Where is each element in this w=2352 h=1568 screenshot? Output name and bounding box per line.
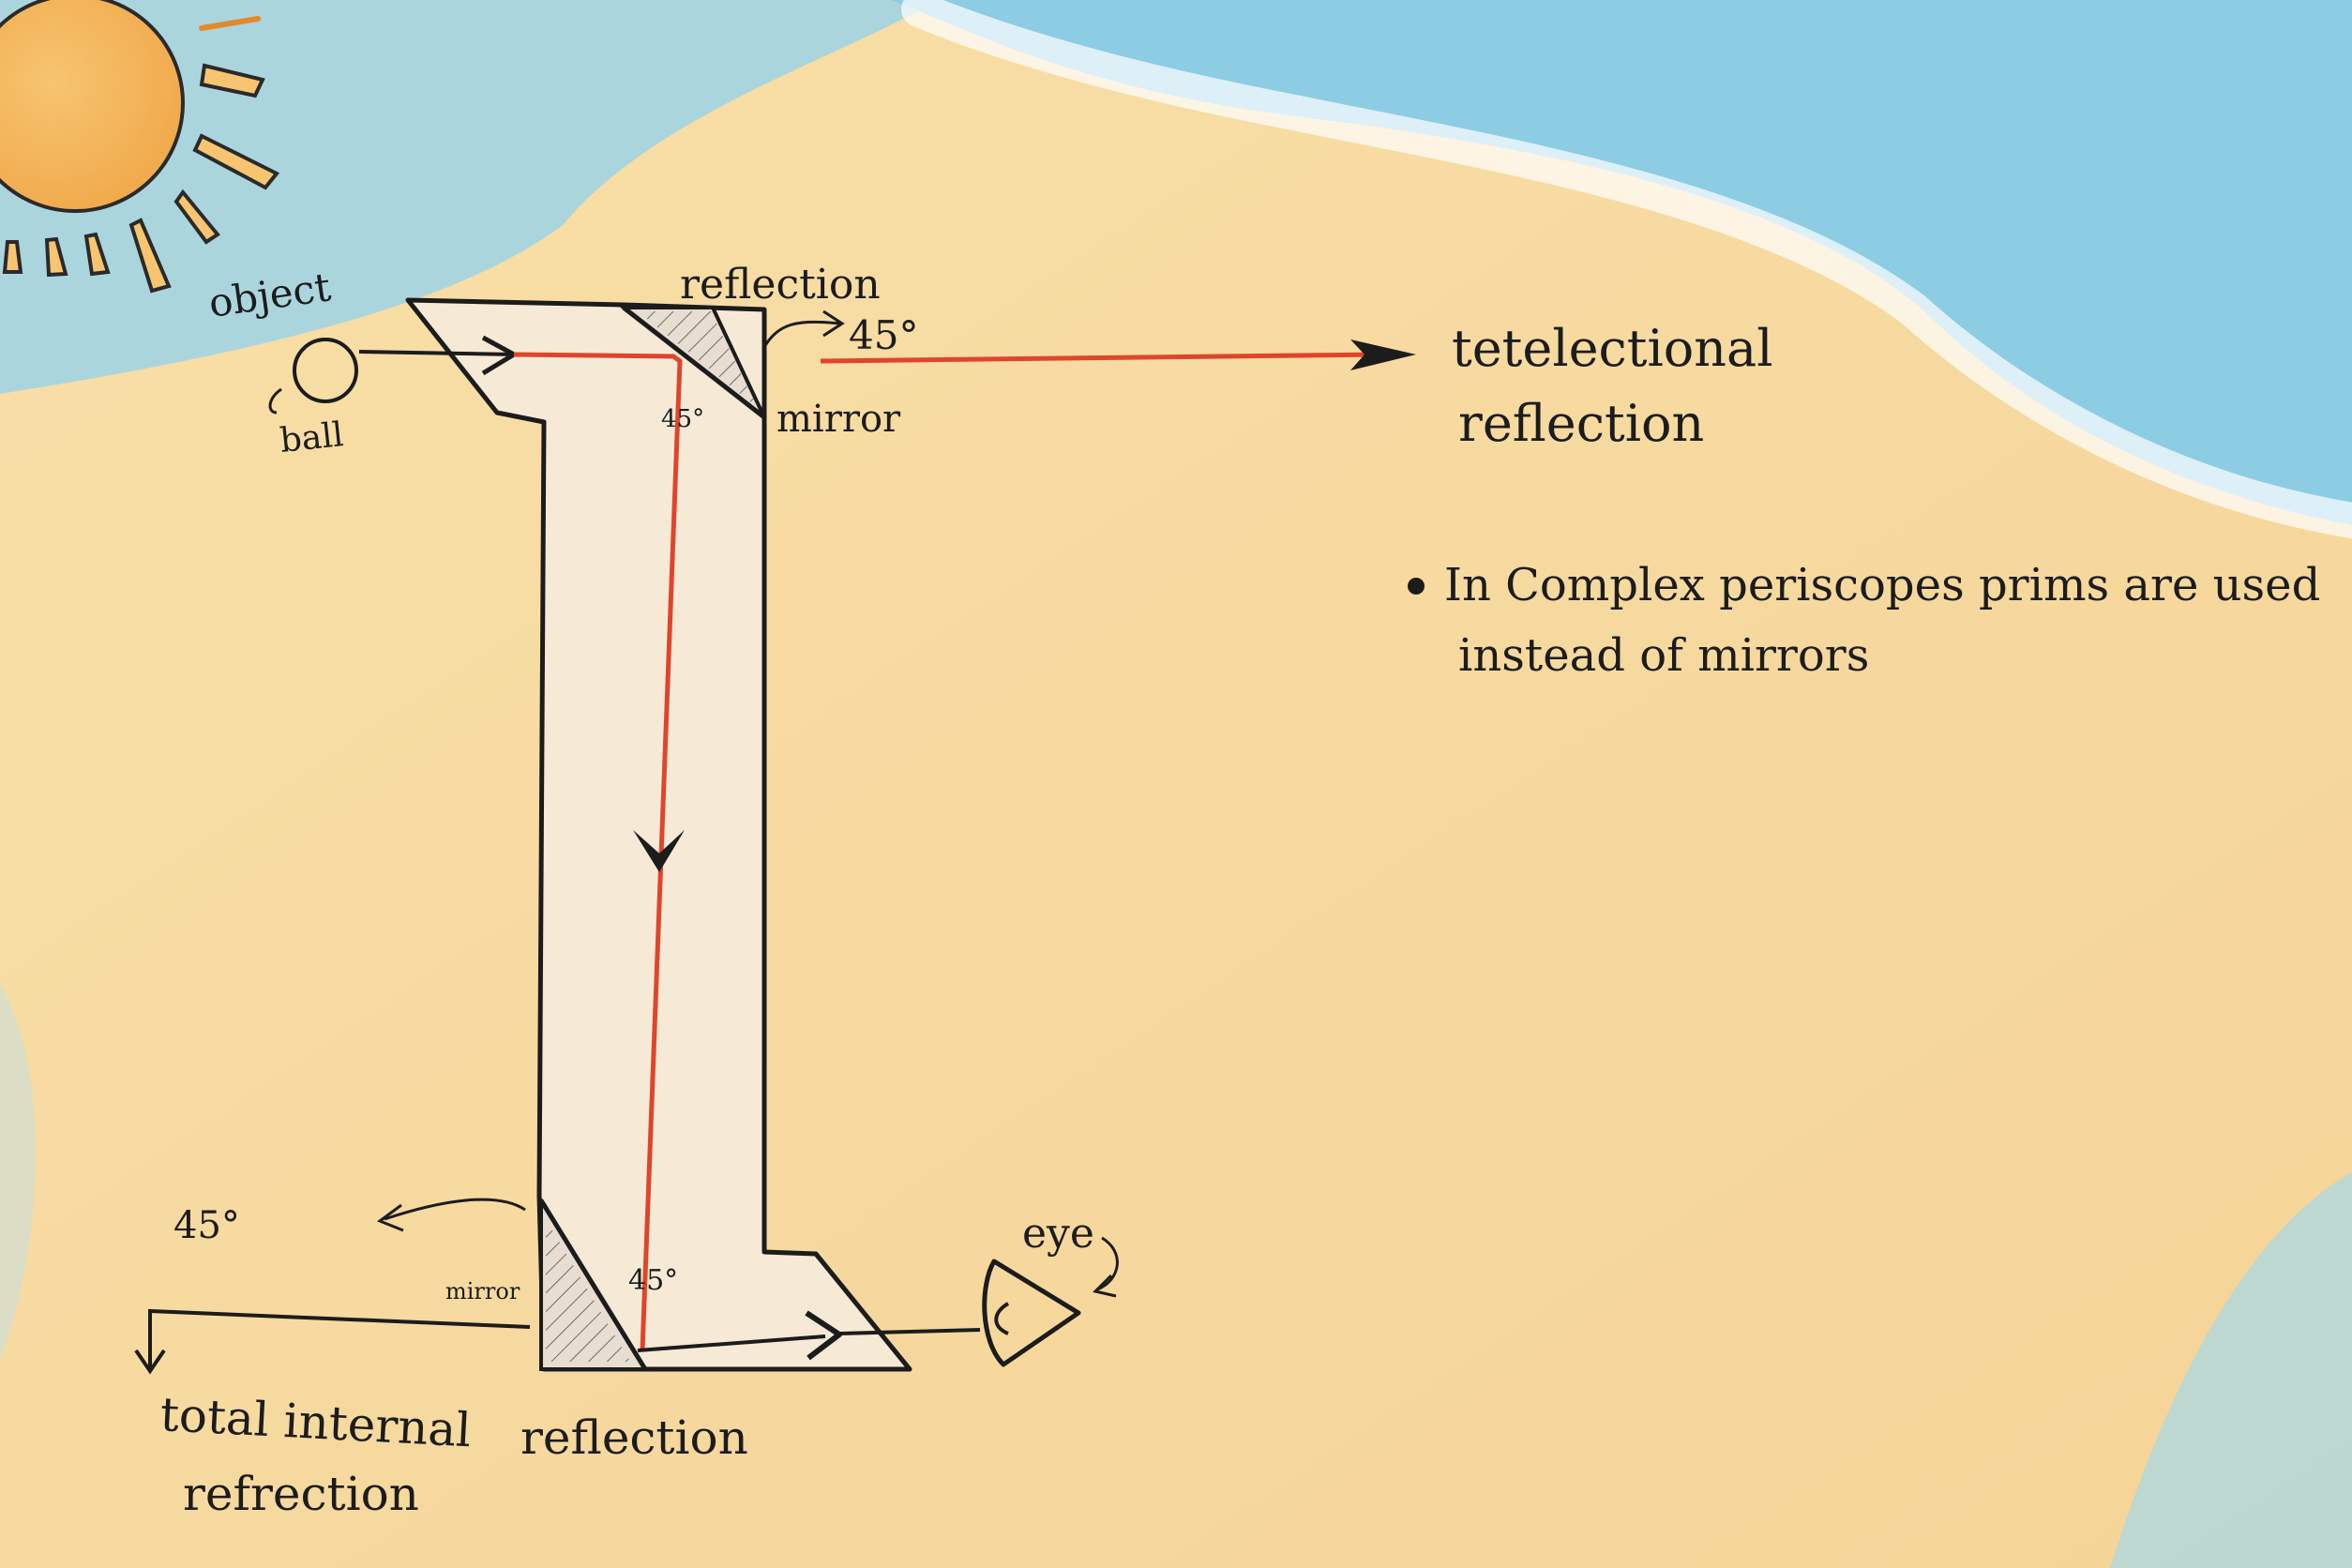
note-line2: instead of mirrors <box>1458 629 1869 682</box>
output-label-line1: tetelectional <box>1452 319 1773 378</box>
tir-label-line2: refrection <box>183 1467 419 1521</box>
bullet-icon <box>1408 578 1425 595</box>
angle-bottom-outer-label: 45° <box>173 1204 240 1247</box>
sea-area-right <box>891 0 2352 525</box>
tir-pointer-head <box>134 1349 166 1375</box>
top-angle-pointer-head <box>822 309 845 338</box>
eyepiece-ray-arrowhead <box>805 1310 842 1361</box>
angle-bottom-inner-label: 45° <box>628 1264 678 1297</box>
eye-pointer <box>1096 1236 1119 1291</box>
ball-icon <box>293 338 358 403</box>
bottom-mirror-hatching <box>546 1219 630 1362</box>
incoming-ray <box>358 350 515 356</box>
sea-area-bottom <box>2110 1172 2352 1568</box>
downward-arrowhead <box>633 830 685 872</box>
output-label-line2: reflection <box>1458 394 1704 453</box>
output-ray <box>820 352 1384 364</box>
sea-area-bottom-left <box>0 985 36 1360</box>
eye-label: eye <box>1022 1210 1094 1258</box>
angle-top-inner-label: 45° <box>661 405 704 433</box>
ball-label-hook <box>268 387 282 415</box>
eye-pointer-head <box>1093 1274 1117 1298</box>
mirror-top-label: mirror <box>776 398 901 441</box>
sun-icon <box>0 0 280 294</box>
reflection-bottom-label: reflection <box>520 1410 748 1465</box>
periscope-tube <box>405 297 912 1372</box>
note-line1: In Complex periscopes prims are used <box>1444 559 2320 611</box>
top-angle-pointer <box>762 320 840 348</box>
surf-foam <box>901 0 2352 538</box>
top-mirror-hatching <box>638 311 758 408</box>
mirror-bottom-label: mirror <box>445 1278 520 1304</box>
output-ray-arrowhead <box>1350 339 1416 370</box>
bottom-angle-pointer-head <box>376 1203 404 1232</box>
bottom-angle-pointer <box>384 1198 526 1221</box>
sea-area-left <box>0 0 938 394</box>
eyepiece-ray <box>637 1334 826 1352</box>
reflection-top-label: reflection <box>680 261 881 309</box>
ball-label: ball <box>279 415 345 460</box>
exit-ray <box>838 1328 981 1335</box>
tir-pointer-line <box>148 1308 531 1369</box>
eye-icon <box>982 1259 1081 1367</box>
angle-top-outer-label: 45° <box>849 312 918 358</box>
bottom-mirror-surface <box>538 1199 648 1371</box>
top-mirror-surface <box>622 306 766 419</box>
